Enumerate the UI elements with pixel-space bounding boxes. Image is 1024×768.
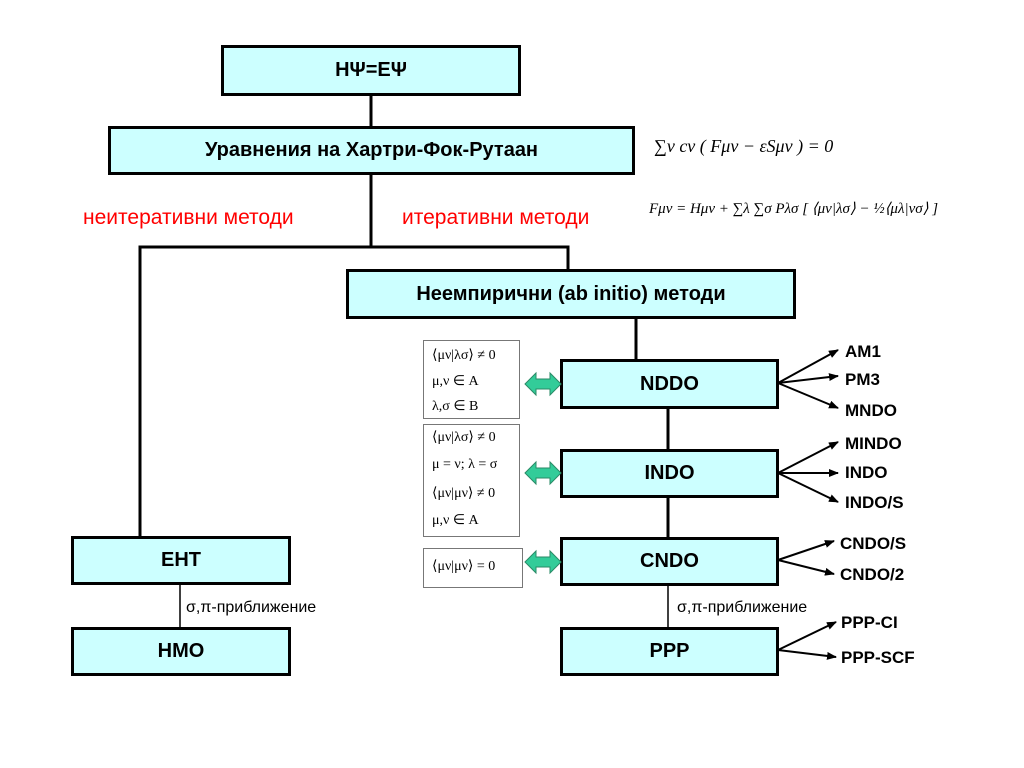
arrow-cndo-cndo2: [777, 559, 835, 576]
line-to-abinitio: [371, 245, 570, 269]
method-mindo: MINDO: [845, 434, 902, 453]
indo-box: INDO: [560, 449, 779, 498]
method-pm3: PM3: [845, 370, 880, 389]
nddo-conditions-box: [423, 340, 520, 419]
indo-condition-4: μ,ν ∈ A: [432, 513, 479, 528]
method-ppp-ci: PPP-CI: [841, 613, 898, 632]
indo-condition-2: μ = ν; λ = σ: [432, 457, 498, 472]
cndo-box: CNDO: [560, 537, 779, 586]
method-mndo: MNDO: [845, 401, 897, 420]
arrow-indo-indos: [777, 472, 839, 503]
nddo-condition-1: ⟨μν|λσ⟩ ≠ 0: [432, 348, 496, 363]
indo-condition-3: ⟨μν|μν⟩ ≠ 0: [432, 486, 496, 501]
ab-initio-label: Неемпирични (ab initio) методи: [416, 282, 726, 305]
arrow-nddo-pm3: [777, 373, 839, 384]
fock-matrix-equation: Fμν = Hμν + ∑λ ∑σ Pλσ [ ⟨μν|λσ⟩ − ½⟨μλ|ν…: [649, 201, 939, 217]
arrow-nddo-mndo: [777, 382, 839, 409]
eht-label: EHT: [161, 549, 201, 571]
noniterative-methods-label: неитеративни методи: [83, 206, 294, 229]
method-cndo-s: CNDO/S: [840, 534, 907, 553]
roothaan-equation: ∑ν cν ( Fμν − εSμν ) = 0: [654, 136, 834, 156]
ppp-label: PPP: [649, 640, 690, 662]
cndo-condition-1: ⟨μν|μν⟩ = 0: [432, 559, 496, 574]
arrow-indo-mindo: [777, 441, 839, 474]
schrodinger-label: HΨ=EΨ: [335, 59, 407, 81]
method-am1: AM1: [845, 342, 881, 361]
arrow-ppp-pppci: [777, 621, 837, 651]
hmo-label: HMO: [157, 640, 205, 662]
nddo-label: NDDO: [640, 372, 699, 395]
line-to-eht: [138, 245, 371, 537]
iterative-methods-label: итеративни методи: [402, 206, 590, 229]
arrow-cndo-cndos: [777, 540, 835, 561]
arrow-ppp-pppscf: [777, 649, 837, 660]
indo-condition-1: ⟨μν|λσ⟩ ≠ 0: [432, 430, 496, 445]
sigma-pi-approximation-left: σ,π-приближение: [186, 599, 317, 616]
double-arrow-cndo: [524, 549, 562, 575]
nddo-condition-2: μ,ν ∈ A: [432, 374, 479, 389]
method-ppp-scf: PPP-SCF: [841, 648, 915, 667]
method-cndo-2: CNDO/2: [840, 565, 905, 584]
method-indo-s: INDO/S: [845, 493, 904, 512]
indo-label: INDO: [644, 462, 695, 484]
ab-initio-box: Неемпирични (ab initio) методи: [346, 269, 796, 319]
ppp-box: PPP: [560, 627, 779, 676]
cndo-conditions-box: [423, 548, 523, 588]
arrow-nddo-am1: [777, 349, 839, 384]
double-arrow-indo: [524, 460, 562, 486]
nddo-box: NDDO: [560, 359, 779, 409]
hmo-box: HMO: [71, 627, 291, 676]
schrodinger-box: HΨ=EΨ: [221, 45, 521, 96]
indo-conditions-box: [423, 424, 520, 537]
hartree-fock-roothaan-box: Уравнения на Хартри-Фок-Рутаан: [108, 126, 635, 175]
double-arrow-nddo: [524, 371, 562, 397]
hartree-fock-roothaan-label: Уравнения на Хартри-Фок-Рутаан: [204, 139, 539, 161]
nddo-condition-3: λ,σ ∈ B: [432, 399, 479, 414]
method-indo: INDO: [845, 463, 888, 482]
sigma-pi-approximation-right: σ,π-приближение: [677, 599, 808, 616]
cndo-label: CNDO: [640, 550, 699, 572]
eht-box: EHT: [71, 536, 291, 585]
